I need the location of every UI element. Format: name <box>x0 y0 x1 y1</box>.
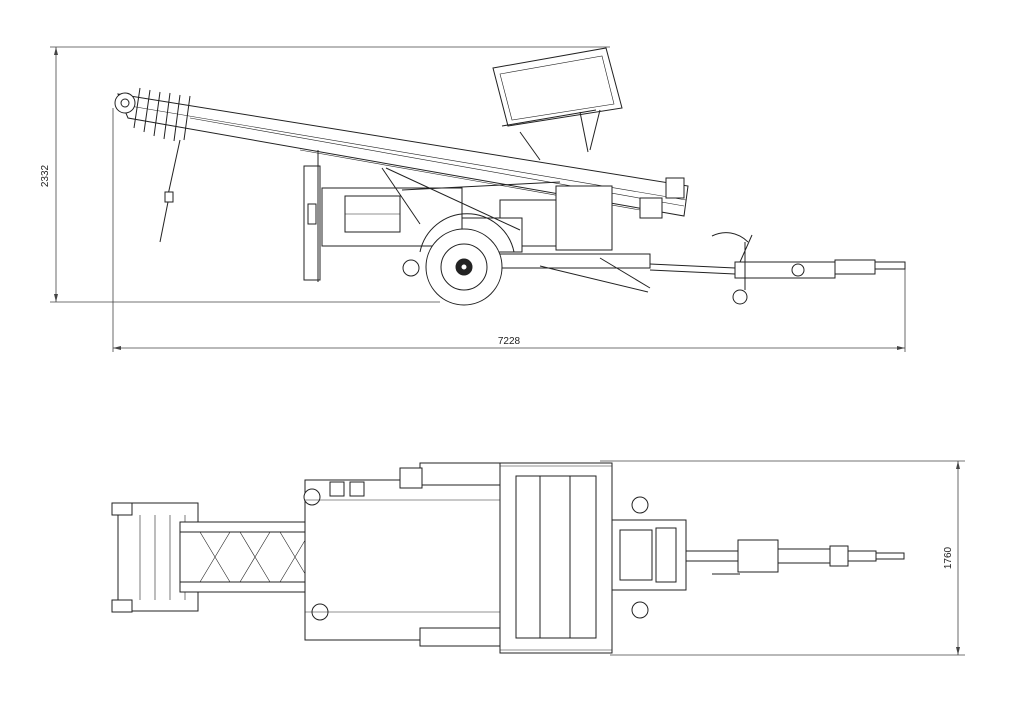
width-dimension-label: 1760 <box>943 546 954 569</box>
side-view: 2332 7228 <box>40 46 906 352</box>
tow-bar <box>711 232 906 305</box>
top-view: 1760 <box>111 460 965 656</box>
rear-section <box>611 496 687 619</box>
chassis <box>303 150 736 293</box>
height-dimension-label: 2332 <box>40 164 51 187</box>
height-dimension: 2332 <box>40 46 610 303</box>
boom <box>114 87 689 243</box>
platform-basket <box>492 47 623 161</box>
platform-top <box>499 462 613 654</box>
machine-body <box>303 462 506 647</box>
tow-bar-top <box>685 539 905 575</box>
length-dimension-label: 7228 <box>498 336 521 347</box>
main-wheel <box>419 213 515 306</box>
length-dimension: 7228 <box>112 108 906 352</box>
width-dimension: 1760 <box>600 460 965 656</box>
